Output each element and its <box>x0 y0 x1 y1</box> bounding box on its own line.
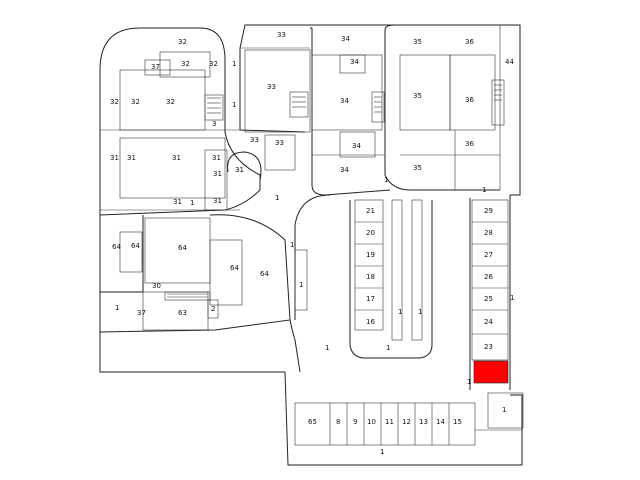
label-34: 34 <box>340 97 349 105</box>
block-32 <box>100 51 240 131</box>
unit-labels: 32 37 32 32 32 32 32 3 1 1 33 33 33 33 3… <box>110 31 514 456</box>
label-64: 64 <box>131 242 140 250</box>
label-64: 64 <box>112 243 121 251</box>
label-65: 65 <box>308 418 317 426</box>
label-17: 17 <box>366 295 375 303</box>
label-37: 37 <box>137 309 146 317</box>
label-34: 34 <box>340 166 349 174</box>
stalls-23-29 <box>471 199 509 361</box>
label-9: 9 <box>353 418 357 426</box>
block-33 <box>240 47 311 171</box>
label-37: 37 <box>151 63 160 71</box>
label-1: 1 <box>482 186 486 194</box>
label-31: 31 <box>173 198 182 206</box>
label-32: 32 <box>131 98 140 106</box>
label-31: 31 <box>213 197 222 205</box>
label-13: 13 <box>419 418 428 426</box>
label-8: 8 <box>336 418 340 426</box>
label-33: 33 <box>277 31 286 39</box>
label-21: 21 <box>366 207 375 215</box>
label-16: 16 <box>366 318 375 326</box>
label-14: 14 <box>436 418 445 426</box>
label-10: 10 <box>367 418 376 426</box>
label-31: 31 <box>172 154 181 162</box>
label-32: 32 <box>166 98 175 106</box>
label-24: 24 <box>484 318 493 326</box>
block-35-36 <box>399 25 505 190</box>
label-31: 31 <box>213 170 222 178</box>
label-44: 44 <box>505 58 514 66</box>
label-32: 32 <box>181 60 190 68</box>
label-32: 32 <box>209 60 218 68</box>
label-35: 35 <box>413 164 422 172</box>
label-29: 29 <box>484 207 493 215</box>
label-1: 1 <box>398 308 402 316</box>
label-1: 1 <box>115 304 119 312</box>
label-15: 15 <box>453 418 462 426</box>
stalls-bottom <box>294 392 524 446</box>
label-3: 3 <box>212 120 216 128</box>
label-1: 1 <box>502 406 506 414</box>
label-64: 64 <box>260 270 269 278</box>
highlighted-stall[interactable] <box>473 360 509 384</box>
label-32: 32 <box>178 38 187 46</box>
label-2: 2 <box>211 305 215 313</box>
label-36: 36 <box>465 38 474 46</box>
label-1: 1 <box>386 344 390 352</box>
label-35: 35 <box>413 38 422 46</box>
stalls-16-21 <box>349 199 433 359</box>
label-20: 20 <box>366 229 375 237</box>
label-1: 1 <box>290 241 294 249</box>
label-1: 1 <box>384 176 388 184</box>
block-34 <box>311 54 385 158</box>
label-1: 1 <box>380 448 384 456</box>
label-1: 1 <box>299 281 303 289</box>
label-28: 28 <box>484 229 493 237</box>
label-11: 11 <box>385 418 394 426</box>
label-36: 36 <box>465 96 474 104</box>
label-64: 64 <box>230 264 239 272</box>
label-1: 1 <box>232 60 236 68</box>
label-31: 31 <box>235 166 244 174</box>
label-33: 33 <box>267 83 276 91</box>
block-31 <box>100 137 240 211</box>
label-26: 26 <box>484 273 493 281</box>
label-33: 33 <box>275 139 284 147</box>
block-64 <box>119 217 308 331</box>
label-34: 34 <box>350 58 359 66</box>
label-32: 32 <box>110 98 119 106</box>
label-1: 1 <box>275 194 279 202</box>
label-1: 1 <box>232 101 236 109</box>
label-34: 34 <box>352 142 361 150</box>
label-1: 1 <box>325 344 329 352</box>
label-12: 12 <box>402 418 411 426</box>
label-64: 64 <box>178 244 187 252</box>
label-1: 1 <box>190 199 194 207</box>
label-1: 1 <box>418 308 422 316</box>
label-27: 27 <box>484 251 493 259</box>
label-31: 31 <box>110 154 119 162</box>
label-1: 1 <box>510 294 514 302</box>
label-19: 19 <box>366 251 375 259</box>
label-35: 35 <box>413 92 422 100</box>
label-31: 31 <box>212 154 221 162</box>
label-23: 23 <box>484 343 493 351</box>
label-34: 34 <box>341 35 350 43</box>
label-1: 1 <box>467 378 471 386</box>
label-25: 25 <box>484 295 493 303</box>
outer-walls <box>99 24 523 466</box>
label-18: 18 <box>366 273 375 281</box>
label-33: 33 <box>250 136 259 144</box>
label-30: 30 <box>152 282 161 290</box>
label-63: 63 <box>178 309 187 317</box>
label-31: 31 <box>127 154 136 162</box>
label-36: 36 <box>465 140 474 148</box>
